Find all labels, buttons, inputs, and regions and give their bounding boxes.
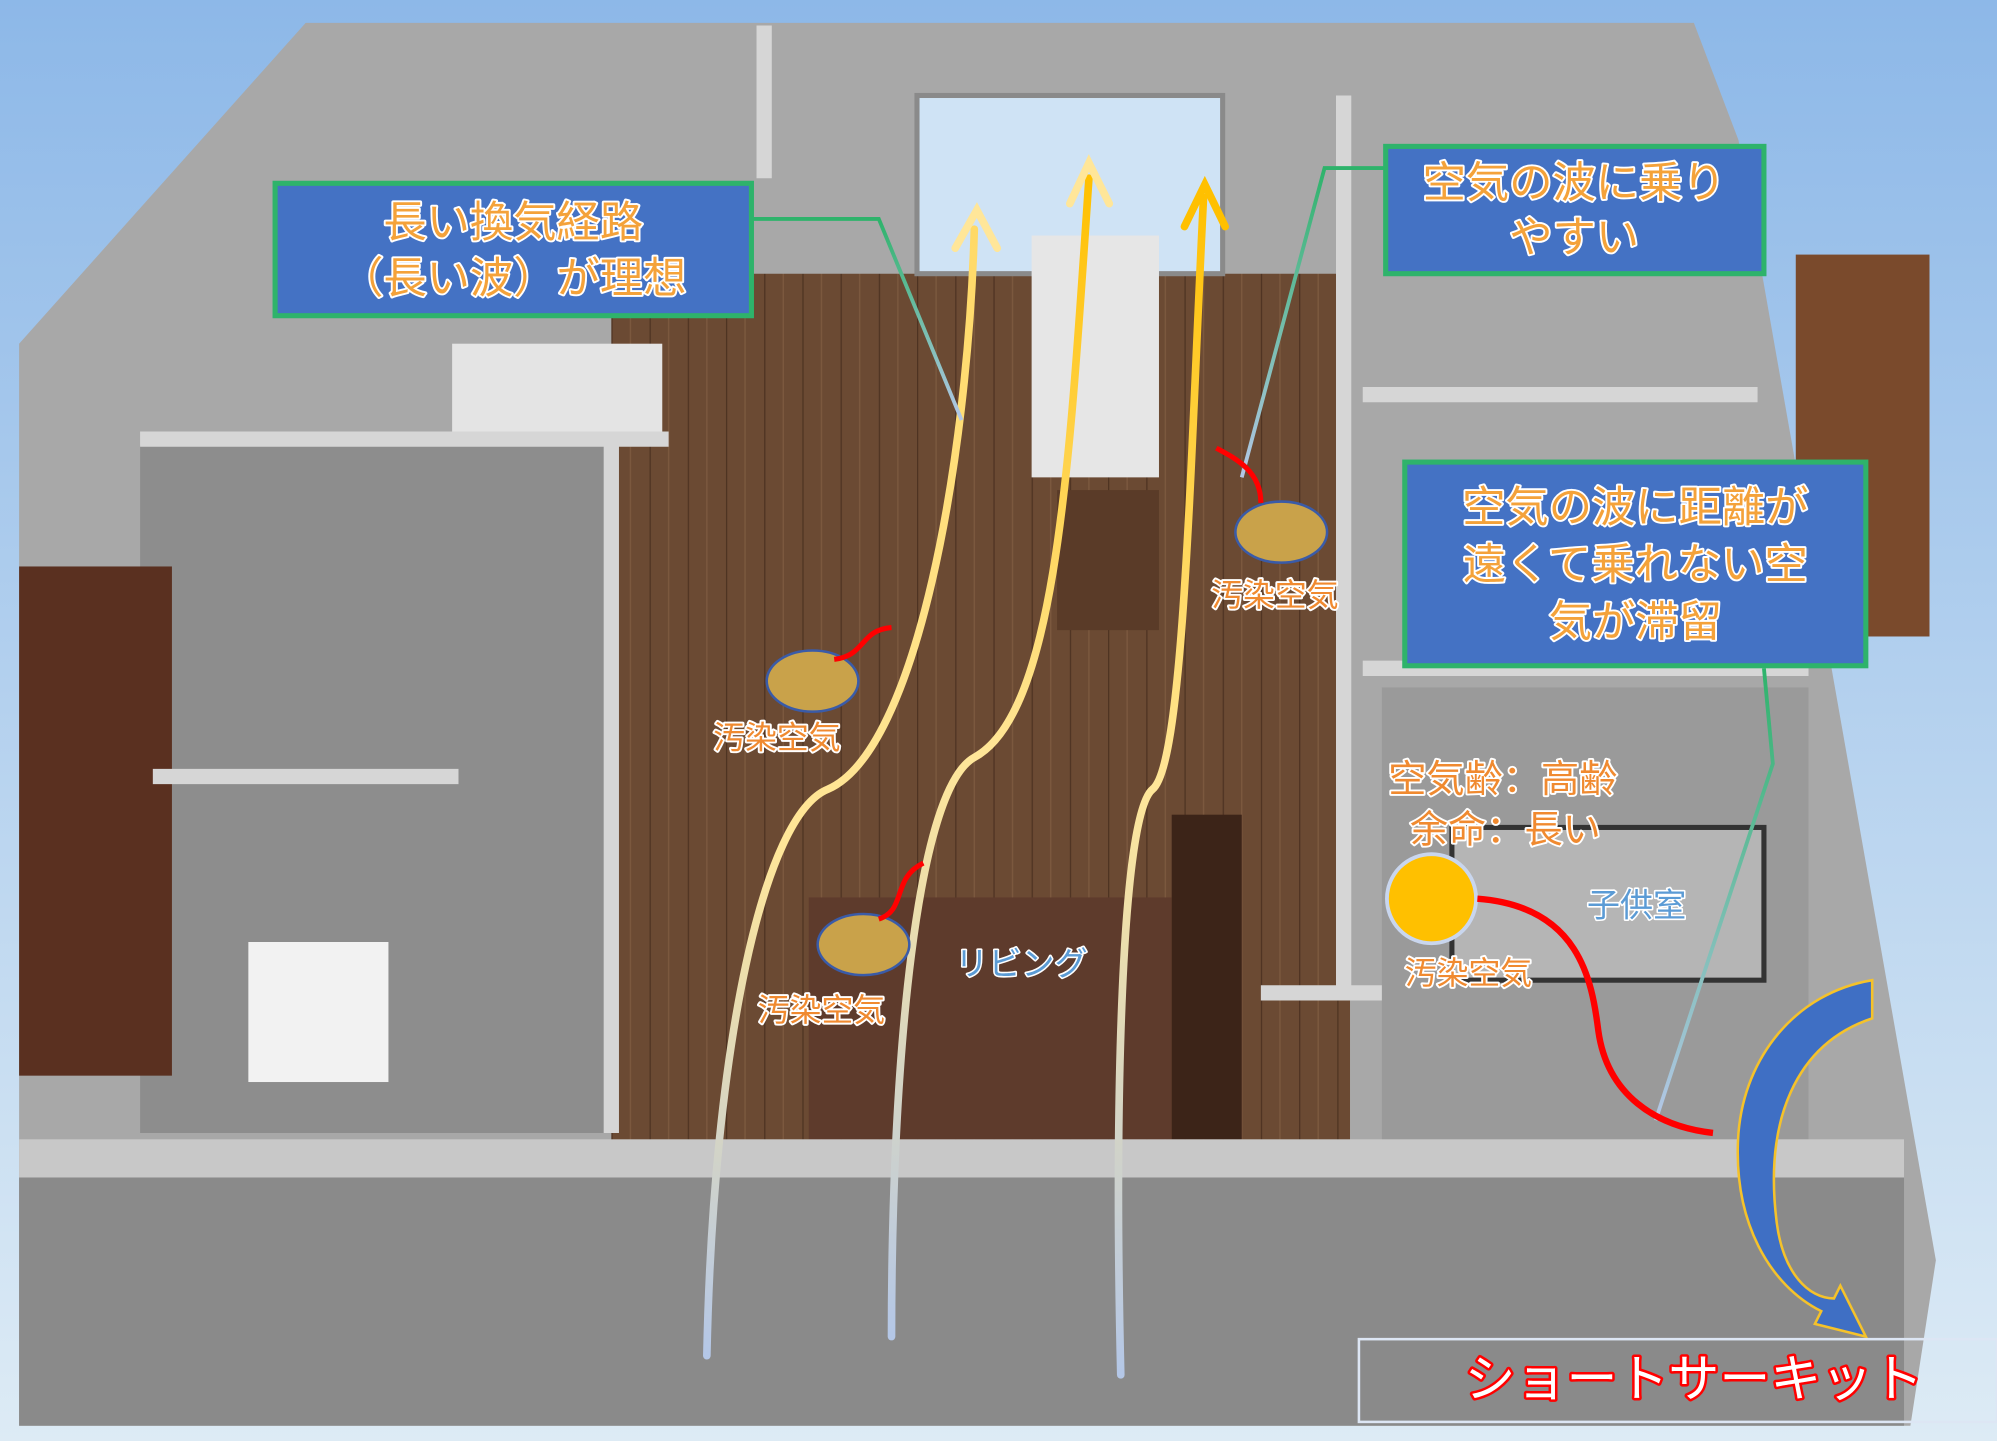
short-circuit-box: ショートサーキット bbox=[1357, 1337, 1997, 1424]
leader-long-path bbox=[751, 217, 964, 421]
polluted-air-label-1: 汚染空気 bbox=[713, 719, 840, 757]
polluted-spots bbox=[765, 500, 1479, 977]
callout-long-path-line2: （長い波）が理想 bbox=[340, 254, 686, 304]
callout-ride-wave: 空気の波に乗り やすい bbox=[1383, 143, 1767, 277]
polluted-spot-2 bbox=[816, 912, 911, 977]
polluted-spot-1 bbox=[765, 649, 860, 713]
polluted-air-label-2: 汚染空気 bbox=[758, 991, 885, 1029]
leader-lines bbox=[751, 166, 1775, 1121]
tv-cabinet bbox=[1171, 814, 1242, 1140]
leader-ride-wave bbox=[1239, 166, 1389, 478]
arrow-head-1 bbox=[951, 202, 1002, 253]
air-wave-3 bbox=[1114, 193, 1208, 1379]
air-wave-1 bbox=[703, 225, 979, 1360]
air-wave-arrows bbox=[703, 154, 1230, 1379]
callout-long-path: 長い換気経路 （長い波）が理想 bbox=[272, 180, 754, 319]
dining-table bbox=[1057, 490, 1159, 631]
life-expectancy-label: 余命：長い bbox=[1410, 809, 1601, 853]
callout-ride-wave-line1: 空気の波に乗り bbox=[1423, 158, 1726, 208]
bedroom-bed bbox=[452, 343, 663, 440]
washing-machine bbox=[248, 941, 389, 1083]
lower-floor bbox=[19, 1177, 1905, 1426]
stagnant-air-spot bbox=[1385, 852, 1479, 946]
short-circuit-arrow bbox=[1736, 978, 1874, 1339]
kitchen-island bbox=[1031, 235, 1159, 478]
red-arrows bbox=[833, 445, 1714, 1137]
air-wave-2 bbox=[887, 174, 1093, 1341]
callout-stagnant: 空気の波に距離が 遠くて乗れない空 気が滞留 bbox=[1402, 459, 1869, 669]
kids-room-label: 子供室 bbox=[1587, 886, 1686, 925]
callout-stagnant-line2: 遠くて乗れない空 bbox=[1463, 540, 1808, 590]
arrow-head-3 bbox=[1180, 175, 1230, 231]
living-room-label: リビング bbox=[955, 944, 1087, 983]
front-wall bbox=[19, 1139, 1905, 1178]
callout-long-path-line1: 長い換気経路 bbox=[383, 198, 643, 248]
short-circuit-label: ショートサーキット bbox=[1465, 1350, 1923, 1409]
callout-stagnant-line3: 気が滞留 bbox=[1549, 597, 1722, 647]
left-fence bbox=[19, 566, 172, 1076]
callout-stagnant-line1: 空気の波に距離が bbox=[1462, 483, 1808, 533]
polluted-air-label-4: 汚染空気 bbox=[1405, 954, 1532, 992]
arrow-head-2 bbox=[1066, 154, 1114, 208]
leader-stagnant bbox=[1653, 668, 1775, 1121]
callout-ride-wave-line2: やすい bbox=[1509, 213, 1639, 263]
air-age-label: 空気齢：高齢 bbox=[1388, 758, 1617, 802]
polluted-spot-3 bbox=[1234, 500, 1329, 564]
polluted-air-label-3: 汚染空気 bbox=[1211, 576, 1338, 614]
